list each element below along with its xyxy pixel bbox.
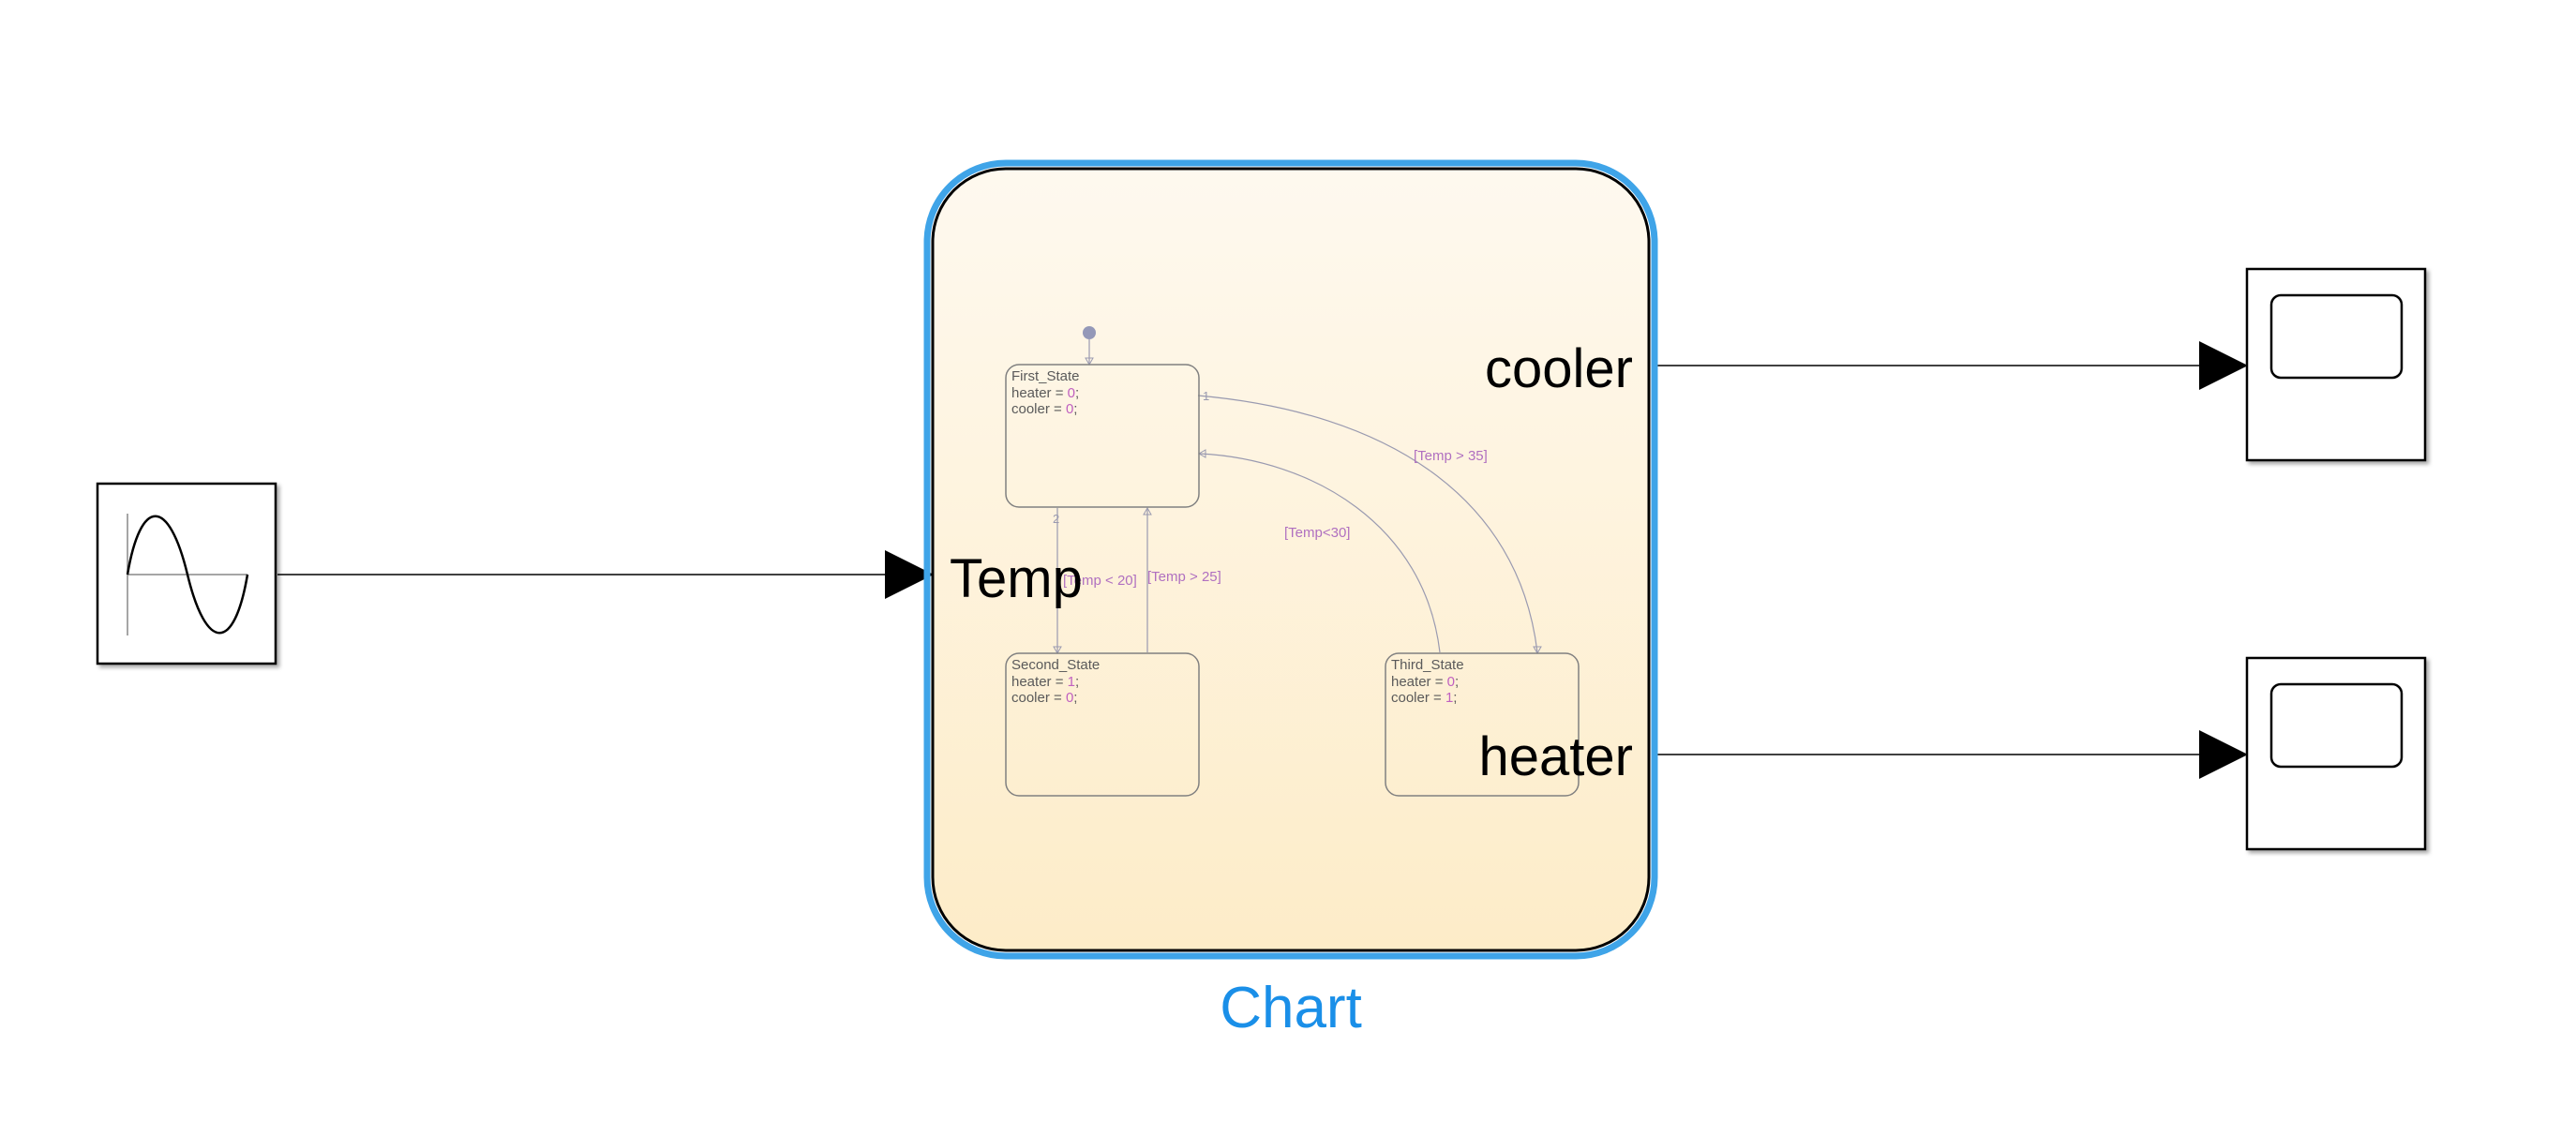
state-action-heater: heater = 0; bbox=[1391, 674, 1459, 690]
guard-label-temp-gt-35: [Temp > 35] bbox=[1414, 448, 1488, 464]
scope-block-cooler[interactable] bbox=[2245, 267, 2427, 462]
scope-icon bbox=[2269, 293, 2404, 380]
state-first[interactable]: First_State heater = 0; cooler = 0; bbox=[1005, 364, 1200, 508]
signal-line-cooler[interactable] bbox=[1652, 341, 2248, 390]
state-name: First_State bbox=[1011, 368, 1080, 384]
transition-first-to-second: 2 bbox=[1053, 508, 1062, 655]
signal-line-temp[interactable] bbox=[277, 550, 934, 599]
chart-block[interactable]: 2 1 First_State heater = 0; cooler = 0; … bbox=[923, 159, 1658, 960]
state-name: Third_State bbox=[1391, 657, 1464, 673]
state-action-cooler: cooler = 0; bbox=[1011, 690, 1077, 706]
port-label-cooler: cooler bbox=[1485, 338, 1633, 399]
guard-label-temp-gt-25: [Temp > 25] bbox=[1147, 569, 1221, 585]
transition-third-to-first bbox=[1197, 449, 1441, 653]
state-name: Second_State bbox=[1011, 657, 1100, 673]
guard-label-temp-lt-20: [Temp < 20] bbox=[1063, 573, 1137, 589]
state-second[interactable]: Second_State heater = 1; cooler = 0; bbox=[1005, 652, 1200, 797]
sine-wave-icon bbox=[126, 514, 249, 635]
state-action-heater: heater = 0; bbox=[1011, 385, 1079, 401]
state-action-cooler: cooler = 0; bbox=[1011, 401, 1077, 417]
state-action-cooler: cooler = 1; bbox=[1391, 690, 1457, 706]
scope-icon bbox=[2269, 682, 2404, 769]
sine-wave-block[interactable] bbox=[96, 482, 277, 665]
block-name-chart[interactable]: Chart bbox=[1220, 976, 1362, 1040]
signal-line-heater[interactable] bbox=[1652, 730, 2248, 779]
port-label-temp: Temp bbox=[950, 548, 1083, 609]
transition-second-to-first bbox=[1143, 506, 1152, 652]
transition-order-label: 2 bbox=[1053, 512, 1059, 526]
port-label-heater: heater bbox=[1479, 726, 1633, 787]
state-third[interactable]: Third_State heater = 0; cooler = 1; bbox=[1385, 652, 1580, 797]
default-transition bbox=[1083, 326, 1096, 366]
transition-first-to-third: 1 bbox=[1197, 389, 1542, 655]
transition-order-label: 1 bbox=[1203, 389, 1209, 403]
state-action-heater: heater = 1; bbox=[1011, 674, 1079, 690]
guard-label-temp-lt-30: [Temp<30] bbox=[1284, 525, 1350, 541]
scope-block-heater[interactable] bbox=[2245, 656, 2427, 851]
